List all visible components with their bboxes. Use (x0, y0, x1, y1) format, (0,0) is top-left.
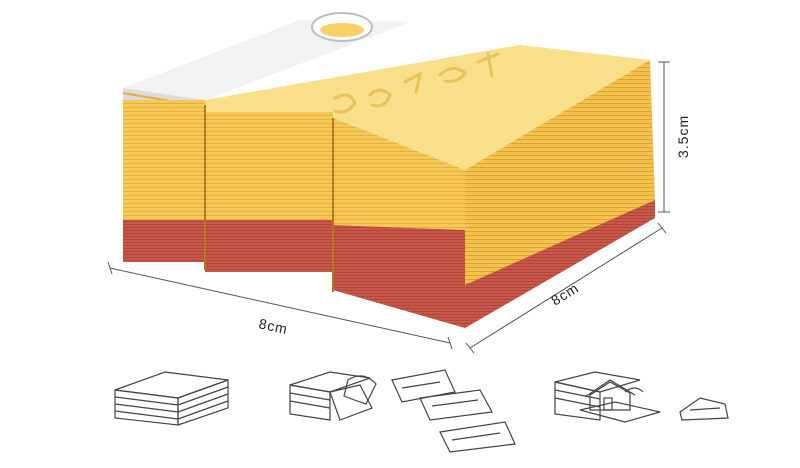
dimension-length (107, 261, 453, 350)
sketch-house-popup-icon (554, 371, 729, 423)
front-block-middle (205, 112, 333, 220)
dimension-width (465, 222, 667, 354)
dimension-height (658, 61, 670, 213)
width-label: 8cm (548, 279, 581, 308)
length-label: 8cm (257, 315, 289, 337)
paper-cube (122, 12, 655, 328)
embossed-calligraphy (333, 52, 500, 114)
cube-side (465, 60, 655, 328)
front-block-left (123, 100, 205, 220)
front-block-right (333, 118, 465, 230)
sketch-tear-notes-icon (289, 369, 516, 453)
height-label: 3.5cm (675, 115, 691, 158)
sketch-stack-icon (114, 371, 229, 426)
